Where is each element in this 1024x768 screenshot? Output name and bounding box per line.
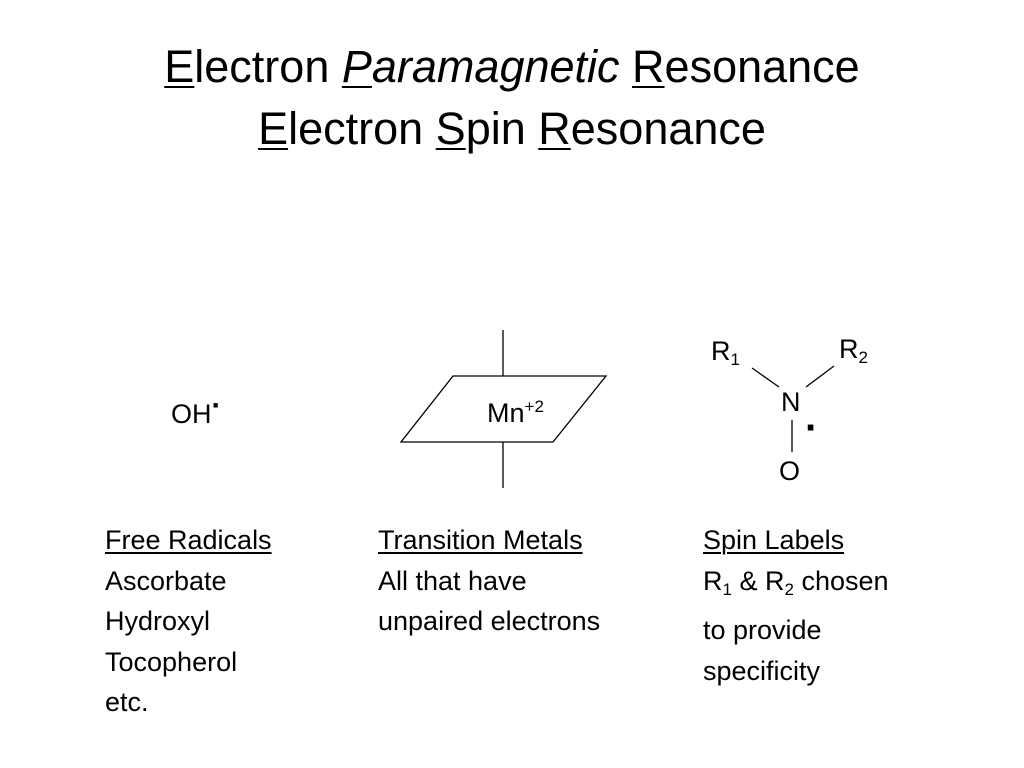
r1-label: R1 bbox=[711, 336, 740, 369]
list-item: Tocopherol bbox=[105, 646, 238, 677]
spin-labels-heading: Spin Labels bbox=[703, 525, 845, 555]
oxygen-label: O bbox=[779, 456, 801, 486]
list-item: Hydroxyl bbox=[105, 606, 211, 636]
title-word-lectron: lectron bbox=[194, 41, 330, 92]
title-letter-r: R bbox=[538, 103, 571, 154]
list-item: Ascorbate bbox=[105, 565, 227, 596]
nitrogen-label: N bbox=[781, 387, 801, 417]
title-word-aramagnetic: aramagnetic bbox=[371, 41, 620, 92]
spin-labels-column: Spin Labels R1 & R2 chosen to provide sp… bbox=[703, 520, 889, 691]
title-word-esonance: esonance bbox=[570, 103, 766, 154]
radical-dot: · bbox=[211, 389, 222, 422]
list-item: R1 & R2 chosen bbox=[703, 565, 889, 599]
title-line-2: Electron Spin Resonance bbox=[0, 102, 1024, 156]
transition-metals-heading: Transition Metals bbox=[378, 525, 583, 555]
list-item: unpaired electrons bbox=[378, 606, 601, 636]
title-letter-p: P bbox=[341, 41, 372, 92]
bond-r1-n bbox=[751, 367, 780, 388]
mn-plane-parallelogram bbox=[399, 375, 608, 443]
transition-metals-column: Transition Metals All that have unpaired… bbox=[378, 520, 600, 642]
list-item: All that have bbox=[378, 565, 527, 596]
title-word-lectron: lectron bbox=[288, 103, 424, 154]
title-letter-e: E bbox=[258, 103, 289, 154]
r2-label: R2 bbox=[839, 334, 868, 367]
title-letter-e: E bbox=[164, 41, 195, 92]
title-word-pin: pin bbox=[465, 103, 526, 154]
charge-superscript: +2 bbox=[524, 397, 544, 416]
bond-r2-n bbox=[805, 365, 835, 388]
title-letter-s: S bbox=[435, 103, 466, 154]
title-line-1: Electron Paramagnetic Resonance bbox=[0, 40, 1024, 94]
radical-dot: · bbox=[805, 406, 819, 450]
free-radicals-heading: Free Radicals bbox=[105, 525, 272, 555]
list-item: etc. bbox=[105, 687, 149, 717]
manganese-ion-label: Mn+2 bbox=[487, 397, 544, 428]
free-radicals-column: Free Radicals Ascorbate Hydroxyl Tocophe… bbox=[105, 520, 272, 723]
list-item: to provide bbox=[703, 615, 822, 645]
list-item: specificity bbox=[703, 655, 821, 686]
hydroxyl-radical-label: OH· bbox=[171, 389, 222, 430]
title-letter-r: R bbox=[632, 41, 665, 92]
title-word-esonance: esonance bbox=[664, 41, 860, 92]
